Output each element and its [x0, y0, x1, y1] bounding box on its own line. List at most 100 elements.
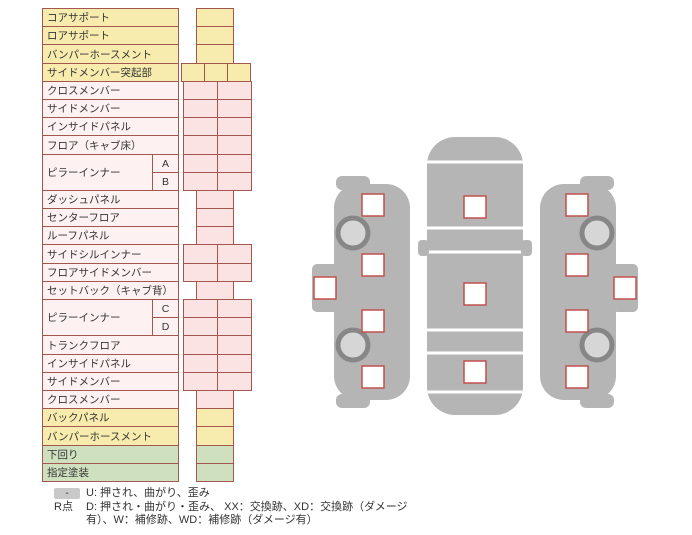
check-cell[interactable] [196, 44, 234, 64]
check-cell[interactable] [183, 154, 218, 173]
checkpoint-right-sill[interactable] [613, 276, 637, 300]
part-label: センターフロア [42, 208, 179, 227]
part-label: ロアサポート [42, 26, 179, 45]
checkpoint-right-rear-door[interactable] [565, 309, 589, 333]
check-cell[interactable] [183, 299, 218, 318]
check-cell[interactable] [227, 63, 251, 82]
check-cell[interactable] [196, 390, 234, 409]
check-cell[interactable] [217, 354, 252, 373]
checkpoint-right-rear-fender[interactable] [565, 365, 589, 389]
check-cell[interactable] [196, 208, 234, 227]
part-label: トランクフロア [42, 335, 179, 355]
check-cell[interactable] [183, 172, 218, 191]
checkpoint-left-rear-fender[interactable] [361, 365, 385, 389]
part-label: セットバック（キャブ背） [42, 281, 179, 300]
check-cell[interactable] [217, 335, 252, 355]
checkpoint-left-rear-door[interactable] [361, 309, 385, 333]
checkpoint-top-rear[interactable] [463, 360, 487, 384]
check-cell[interactable] [183, 335, 218, 355]
part-label: クロスメンバー [42, 390, 179, 409]
check-cell[interactable] [183, 117, 218, 136]
checkpoint-right-front-fender[interactable] [565, 193, 589, 217]
check-cell[interactable] [217, 99, 252, 118]
checkpoint-top-front[interactable] [463, 195, 487, 219]
check-cell[interactable] [217, 317, 252, 336]
part-sublabel: A [152, 154, 179, 173]
part-label: 下回り [42, 445, 179, 464]
legend-symbol-badge: - [54, 488, 80, 499]
check-cell[interactable] [217, 154, 252, 173]
part-label: ルーフパネル [42, 226, 179, 245]
checkpoint-left-sill[interactable] [313, 276, 337, 300]
part-label: サイドメンバー突起部 [42, 63, 179, 82]
left-rear-wheel [335, 327, 371, 363]
check-cell[interactable] [183, 99, 218, 118]
part-label: 指定塗装 [42, 463, 179, 482]
check-cell[interactable] [217, 263, 252, 282]
check-cell[interactable] [217, 135, 252, 155]
part-label: バンパーホースメント [42, 426, 179, 446]
part-label: ピラーインナー [42, 299, 153, 336]
legend-symbol-cell: - [54, 487, 86, 500]
top-view-body [427, 137, 523, 415]
left-mirror [418, 240, 429, 256]
checkpoint-left-front-fender[interactable] [361, 193, 385, 217]
right-mirror [521, 240, 532, 256]
part-label: コアサポート [42, 8, 179, 27]
legend-description: D: 押され・曲がり・歪み、 XX：交換跡、XD：交換跡（ダメージ有）、W：補修… [86, 501, 408, 526]
check-cell[interactable] [183, 372, 218, 391]
check-cell[interactable] [217, 117, 252, 136]
legend-symbol: R点 [54, 501, 73, 513]
legend-item: - U: 押され、曲がり、歪み [54, 487, 434, 500]
check-cell[interactable] [196, 26, 234, 45]
check-cell[interactable] [196, 8, 234, 27]
part-label: サイドメンバー [42, 372, 179, 391]
left-front-wheel [335, 215, 371, 251]
left-side-view [312, 176, 410, 408]
check-cell[interactable] [196, 226, 234, 245]
checkpoint-left-front-door[interactable] [361, 253, 385, 277]
check-cell[interactable] [183, 263, 218, 282]
legend: - U: 押され、曲がり、歪み R点 D: 押され・曲がり・歪み、 XX：交換跡… [54, 487, 434, 528]
part-label: サイドメンバー [42, 99, 179, 118]
right-front-wheel [579, 215, 615, 251]
check-cell[interactable] [183, 81, 218, 100]
check-cell[interactable] [183, 135, 218, 155]
check-cell[interactable] [196, 463, 234, 482]
part-label: バンパーホースメント [42, 44, 179, 64]
check-cell[interactable] [196, 408, 234, 427]
top-view [418, 137, 532, 415]
legend-item: R点 D: 押され・曲がり・歪み、 XX：交換跡、XD：交換跡（ダメージ有）、W… [54, 501, 434, 527]
check-cell[interactable] [196, 190, 234, 209]
checkpoint-right-front-door[interactable] [565, 253, 589, 277]
check-cell[interactable] [183, 244, 218, 264]
part-label: インサイドパネル [42, 117, 179, 136]
part-label: ピラーインナー [42, 154, 153, 191]
check-cell[interactable] [217, 299, 252, 318]
check-cell[interactable] [183, 354, 218, 373]
check-cell[interactable] [217, 244, 252, 264]
part-label: ダッシュパネル [42, 190, 179, 209]
check-cell[interactable] [196, 281, 234, 300]
check-cell[interactable] [204, 63, 228, 82]
part-label: フロアサイドメンバー [42, 263, 179, 282]
panel-divider-lines [427, 160, 523, 394]
vehicle-diagram-svg [312, 137, 638, 415]
part-sublabel: D [152, 317, 179, 336]
right-side-view [540, 176, 638, 408]
part-sublabel: C [152, 299, 179, 318]
checkpoint-top-center[interactable] [463, 282, 487, 306]
part-label: クロスメンバー [42, 81, 179, 100]
part-label: バックパネル [42, 408, 179, 427]
check-cell[interactable] [217, 81, 252, 100]
check-cell[interactable] [217, 372, 252, 391]
check-cell[interactable] [183, 317, 218, 336]
check-cell[interactable] [196, 445, 234, 464]
check-cell[interactable] [181, 63, 205, 82]
check-cell[interactable] [217, 172, 252, 191]
vehicle-diagram [300, 130, 660, 425]
check-cell[interactable] [196, 426, 234, 446]
part-label: サイドシルインナー [42, 244, 179, 264]
part-label: フロア（キャブ床） [42, 135, 179, 155]
